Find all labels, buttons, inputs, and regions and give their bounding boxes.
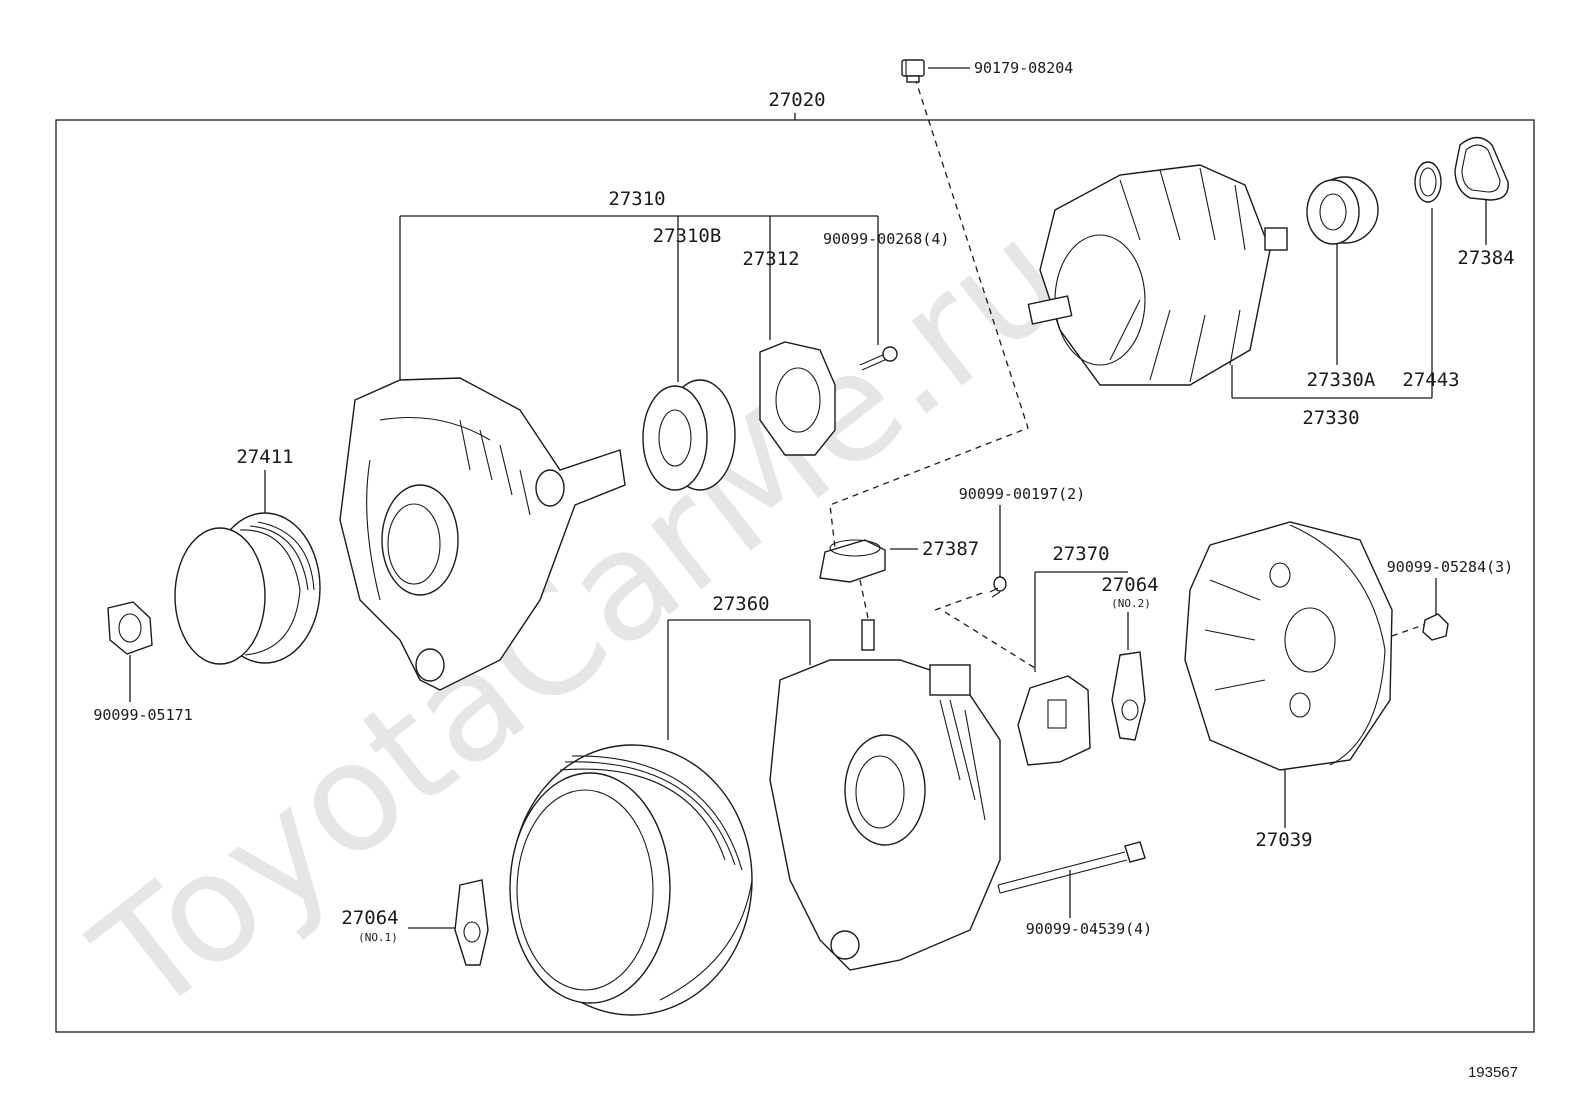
label-27370: 27370 [1052,543,1109,565]
leader-lines [129,67,1437,929]
rotor [1027,164,1288,386]
label-27384: 27384 [1457,247,1514,269]
label-90099-05171: 90099-05171 [93,706,192,724]
label-90179-08204: 90179-08204 [974,59,1073,77]
rectifier-end-frame [769,619,1001,971]
nut-small [1422,613,1449,641]
bracket-27370 [1034,571,1129,672]
dashed-guides [829,77,1427,669]
label-27064-no2: 27064 [1101,574,1158,596]
brush-holder [1017,675,1091,766]
label-27443: 27443 [1402,369,1459,391]
plate-no2 [1111,651,1146,741]
label-27310: 27310 [608,188,665,210]
label-90099-00197: 90099-00197(2) [959,485,1085,503]
through-bolt [997,841,1146,894]
pulley-nut [107,601,153,655]
retainer-plate [759,341,836,456]
diagram-reference-number: 193567 [1467,1064,1518,1081]
label-90099-04539: 90099-04539(4) [1026,920,1152,938]
label-27020: 27020 [768,89,825,111]
label-27330: 27330 [1302,407,1359,429]
label-27064-no1: 27064 [341,907,398,929]
stator [509,744,753,1016]
screw-small [859,346,898,371]
front-bearing [642,379,736,491]
pulley [174,512,321,665]
insulator [819,539,886,583]
label-90099-05284: 90099-05284(3) [1387,558,1513,576]
label-27360: 27360 [712,593,769,615]
plate-no1 [454,879,489,966]
label-90099-00268: 90099-00268(4) [823,230,949,248]
label-27312: 27312 [742,248,799,270]
screw-brush [989,576,1007,598]
label-27411: 27411 [236,446,293,468]
label-27039: 27039 [1255,829,1312,851]
label-27064-no2-sub: (NO.2) [1111,597,1151,610]
label-27387: 27387 [922,538,979,560]
drive-end-frame [339,377,626,691]
label-27310B: 27310B [653,225,722,247]
label-27064-no1-sub: (NO.1) [358,931,398,944]
bolt-top [901,59,925,83]
bracket-27330 [1231,198,1487,399]
end-cover [1184,521,1393,771]
rotor-bearing [1306,176,1379,245]
cover-ring [1414,161,1442,203]
spacer [1454,136,1509,201]
bracket-27310 [399,215,879,388]
label-27330A: 27330A [1307,369,1376,391]
bracket-27360 [667,619,811,740]
